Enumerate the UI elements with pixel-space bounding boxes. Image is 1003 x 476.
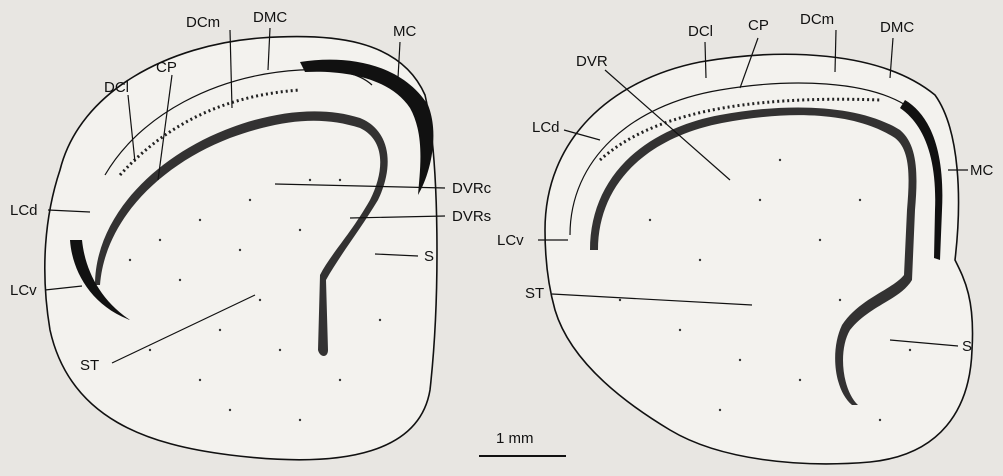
left-brain-section: DMC DCm MC DCl CP LCd LCv DVRc DVRs S ST [10,9,492,460]
label-right-st: ST [525,285,544,302]
label-left-dmc: DMC [253,9,287,26]
label-left-mc: MC [393,23,416,40]
label-left-lcv: LCv [10,282,37,299]
label-right-dmc: DMC [880,19,914,36]
label-right-lcv: LCv [497,232,524,249]
label-right-cp: CP [748,17,769,34]
scale-bar-label: 1 mm [496,430,534,447]
label-right-dcl: DCl [688,23,713,40]
label-left-st: ST [80,357,99,374]
label-left-dcl: DCl [104,79,129,96]
label-right-dcm: DCm [800,11,834,28]
right-brain-section: DCl CP DCm DMC DVR LCd MC LCv ST S [497,11,993,464]
label-right-mc: MC [970,162,993,179]
label-left-dvrc: DVRc [452,180,492,197]
scale-bar: 1 mm [479,430,566,456]
label-left-dvrs: DVRs [452,208,491,225]
label-right-lcd: LCd [532,119,560,136]
label-right-s: S [962,338,972,355]
label-left-lcd: LCd [10,202,38,219]
label-left-cp: CP [156,59,177,76]
label-left-dcm: DCm [186,14,220,31]
label-left-s: S [424,248,434,265]
label-right-dvr: DVR [576,53,608,70]
